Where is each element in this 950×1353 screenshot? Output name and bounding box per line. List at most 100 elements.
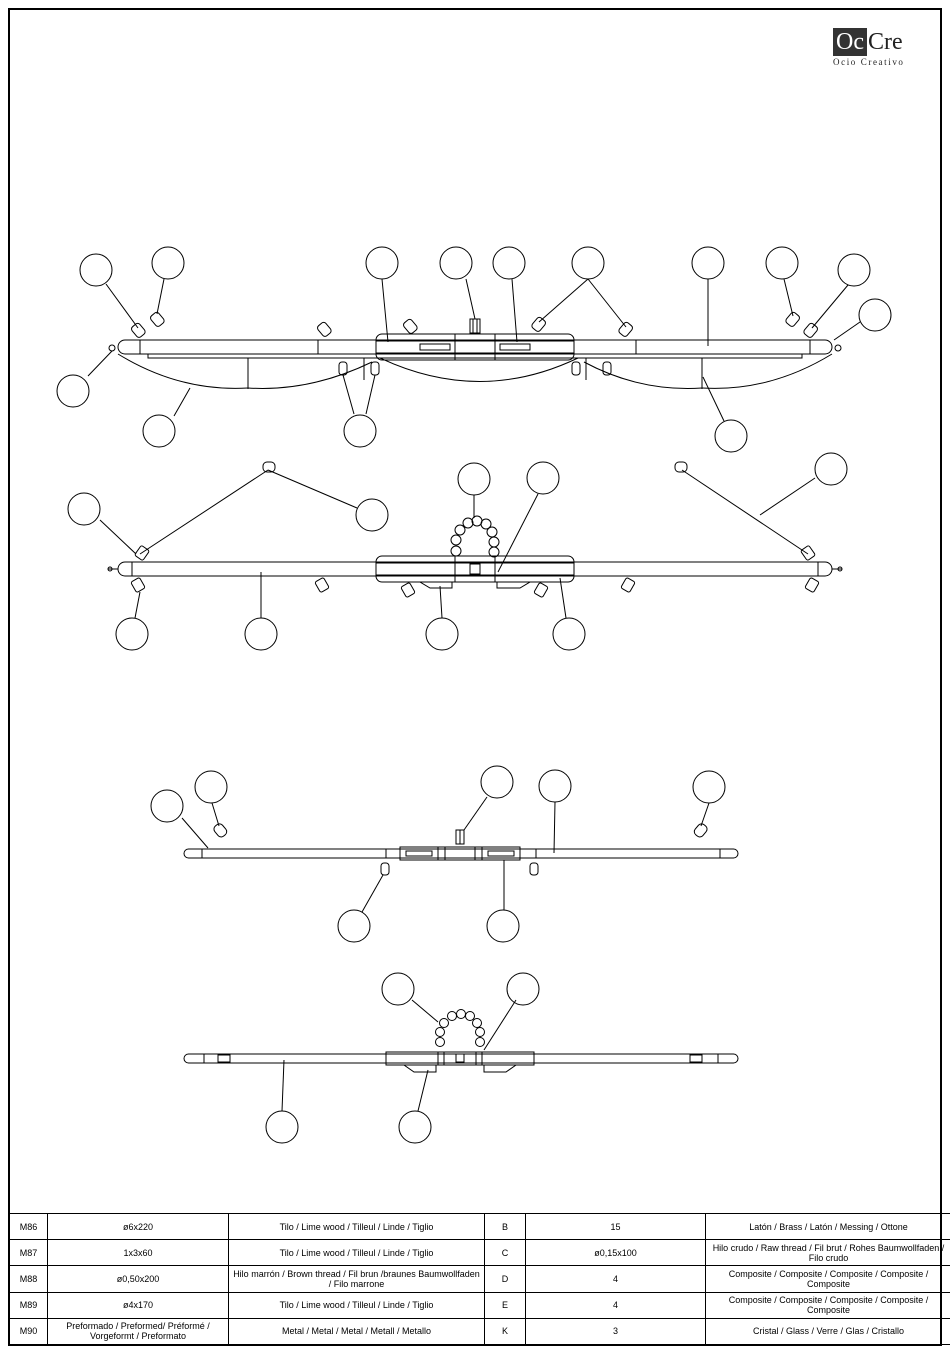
deadeye [370, 361, 380, 376]
view-4-topgallant-yard [183, 972, 739, 1144]
part-ref: K [484, 1317, 526, 1346]
part-dimensions: ø0,50x200 [47, 1265, 229, 1293]
block [531, 316, 546, 332]
view-2-yard-with-lifts [67, 452, 848, 651]
part-material: Composite / Composite / Composite / Comp… [705, 1291, 950, 1319]
part-material: Hilo marrón / Brown thread / Fil brun /b… [228, 1265, 485, 1293]
callout-circle [457, 462, 491, 496]
callout-circle [265, 1110, 299, 1144]
block [403, 318, 418, 334]
parrel-bead [450, 545, 462, 557]
part-material: Metal / Metal / Metal / Metall / Metallo [228, 1317, 485, 1346]
callout-circle [480, 765, 514, 799]
parrel-bead [462, 517, 474, 529]
part-quantity: 15 [525, 1212, 706, 1241]
part-material: Latón / Brass / Latón / Messing / Ottone [705, 1212, 950, 1241]
block [213, 823, 228, 838]
callout-circle [486, 909, 520, 943]
parts-table: M86 ø6x220 Tilo / Lime wood / Tilleul / … [9, 1212, 950, 1346]
table-row: M87 1x3x60 Tilo / Lime wood / Tilleul / … [9, 1239, 950, 1267]
table-row: M88 ø0,50x200 Hilo marrón / Brown thread… [9, 1265, 950, 1293]
parrel-bead [435, 1037, 445, 1047]
yard-spar [183, 848, 739, 859]
part-material: Hilo crudo / Raw thread / Fil brut / Roh… [705, 1239, 950, 1267]
part-material: Composite / Composite / Composite / Comp… [705, 1265, 950, 1293]
logo-mark: Oc Cre [833, 28, 926, 56]
parrel-bead [475, 1037, 485, 1047]
callout-circle [337, 909, 371, 943]
callout-circle [538, 769, 572, 803]
callout-circle [398, 1110, 432, 1144]
footrope-center [379, 357, 579, 382]
block [803, 322, 818, 338]
parrel-bead [486, 526, 498, 538]
logo-mark-left: Oc [833, 28, 867, 56]
part-ref: B [484, 1212, 526, 1241]
assembly-drawing [56, 246, 892, 1144]
parrel-bead [435, 1027, 445, 1037]
callout-circle [692, 770, 726, 804]
callout-circle [244, 617, 278, 651]
yard-center-cleat [385, 1051, 535, 1066]
part-dimensions: Preformado / Preformed/ Préformé / Vorge… [47, 1317, 229, 1346]
deadeye [529, 862, 539, 876]
callout-circle [571, 246, 605, 280]
block [314, 577, 330, 593]
parrel-bead [450, 534, 462, 546]
callout-circle [425, 617, 459, 651]
yardarm-ring [834, 344, 842, 352]
callout-circle [79, 253, 113, 287]
callout-circle [765, 246, 799, 280]
truss-plate [496, 581, 532, 589]
callout-circle [56, 374, 90, 408]
part-quantity: 4 [525, 1265, 706, 1293]
yardarm-ring [108, 344, 116, 352]
part-dimensions: ø6x220 [47, 1212, 229, 1241]
part-ref: M86 [9, 1212, 48, 1241]
callout-circle [381, 972, 415, 1006]
callout-circle [115, 617, 149, 651]
part-material: Tilo / Lime wood / Tilleul / Linde / Tig… [228, 1212, 485, 1241]
callout-circle [355, 498, 389, 532]
block [800, 545, 816, 561]
part-dimensions: 1x3x60 [47, 1239, 229, 1267]
view-1-yard-assembly [56, 246, 892, 453]
callout-circle [67, 492, 101, 526]
block [618, 321, 633, 337]
parrel-bead [480, 518, 492, 530]
part-ref: M90 [9, 1317, 48, 1346]
block [804, 577, 820, 593]
parrel-bead [465, 1011, 475, 1021]
yard-center-cleat [375, 333, 575, 361]
callout-circle [506, 972, 540, 1006]
truss-plate [418, 581, 453, 589]
callout-circle [691, 246, 725, 280]
callout-circle [837, 253, 871, 287]
occre-logo: Oc Cre Ocio Creativo [833, 28, 926, 68]
deadeye [380, 862, 390, 876]
block [131, 322, 146, 338]
part-dimensions: ø0,15x100 [525, 1239, 706, 1267]
block [134, 545, 150, 561]
truss-plate [483, 1064, 518, 1073]
part-quantity: 3 [525, 1317, 706, 1346]
parrel-bead [488, 546, 500, 558]
callout-circle [194, 770, 228, 804]
table-row: M89 ø4x170 Tilo / Lime wood / Tilleul / … [9, 1291, 950, 1319]
parrel-bead [472, 1018, 482, 1028]
block [674, 461, 688, 473]
block [130, 577, 146, 593]
callout-circle [439, 246, 473, 280]
jackstay [147, 353, 803, 359]
part-quantity: 4 [525, 1291, 706, 1319]
callout-circle [814, 452, 848, 486]
callout-circle [714, 419, 748, 453]
table-row: M86 ø6x220 Tilo / Lime wood / Tilleul / … [9, 1212, 950, 1241]
part-ref: M89 [9, 1291, 48, 1319]
lift-line [681, 469, 809, 555]
block [620, 577, 636, 593]
parrel-bead [475, 1027, 485, 1037]
part-material: Tilo / Lime wood / Tilleul / Linde / Tig… [228, 1291, 485, 1319]
block [785, 311, 800, 327]
part-ref: M87 [9, 1239, 48, 1267]
